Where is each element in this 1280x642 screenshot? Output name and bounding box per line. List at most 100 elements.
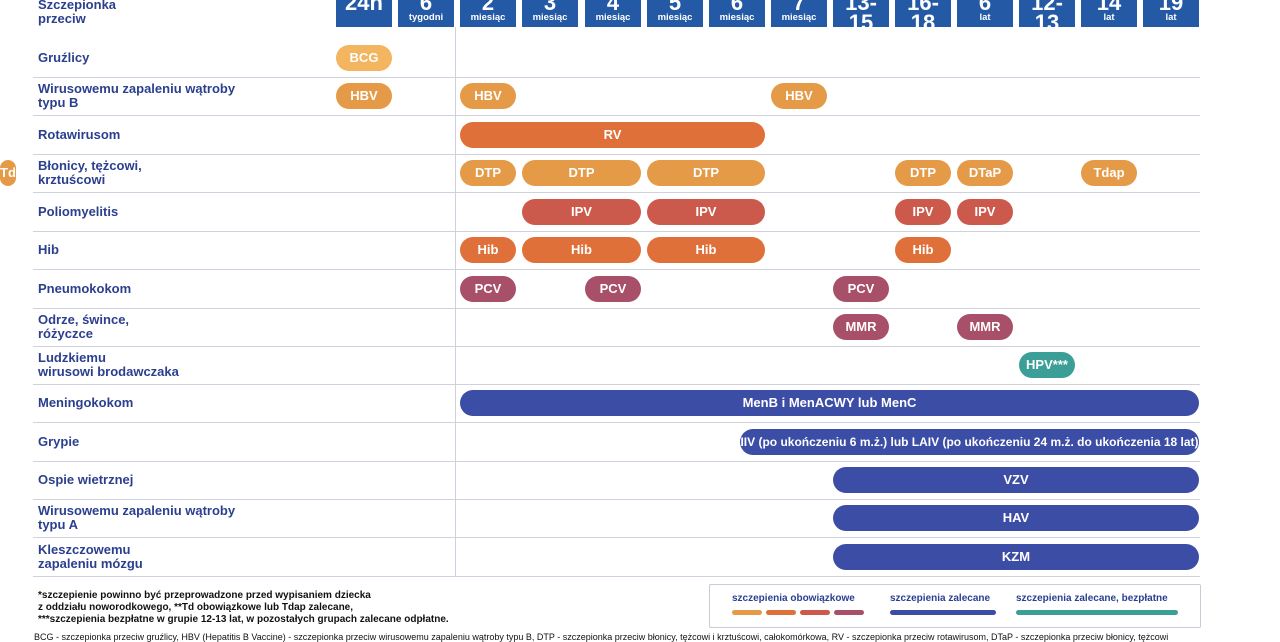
vaccine-pill: Hib xyxy=(460,237,516,263)
age-column-unit: miesiąc xyxy=(595,12,631,23)
vaccine-pill: IIV (po ukończeniu 6 m.ż.) lub LAIV (po … xyxy=(740,429,1199,455)
age-column-header: 24h xyxy=(336,0,392,27)
age-column-number: 5 xyxy=(668,0,682,15)
row-divider xyxy=(33,231,1200,232)
disease-label: Błonicy, tężcowi,krztuścowi xyxy=(38,159,142,187)
vaccine-pill: BCG xyxy=(336,45,392,71)
age-column-unit: miesiąc xyxy=(781,12,817,23)
row-divider xyxy=(33,77,1200,78)
vaccine-pill: DTaP xyxy=(957,160,1013,186)
age-column-header: 13-15miesięcy xyxy=(833,0,889,27)
legend-recommended-label: szczepienia zalecane xyxy=(890,593,991,604)
disease-label-line: Ospie wietrznej xyxy=(38,472,134,487)
vaccine-pill: MMR xyxy=(833,314,889,340)
disease-label-line: Pneumokokom xyxy=(38,281,132,296)
disease-label-line: różyczce xyxy=(38,326,93,341)
row-divider xyxy=(33,115,1200,116)
row-divider xyxy=(33,384,1200,385)
vaccine-pill: PCV xyxy=(460,276,516,302)
age-column-unit: miesiąc xyxy=(470,12,506,23)
vaccine-pill: PCV xyxy=(833,276,889,302)
age-column-unit: miesiąc xyxy=(532,12,568,23)
age-column-number: 12-13 xyxy=(1031,0,1063,27)
disease-label: Meningokokom xyxy=(38,396,133,410)
disease-label: Odrze, śwince,różyczce xyxy=(38,313,129,341)
disease-label-line: wirusowi brodawczaka xyxy=(38,364,179,379)
age-column-unit: lat xyxy=(1103,12,1115,23)
header-corner-label: Szczepionka przeciw xyxy=(38,0,117,26)
vaccine-pill: VZV xyxy=(833,467,1199,493)
vaccine-pill: HBV xyxy=(336,83,392,109)
vaccine-pill: Hib xyxy=(895,237,951,263)
column-divider xyxy=(455,27,456,576)
vaccine-pill: MMR xyxy=(957,314,1013,340)
age-column-number: 7 xyxy=(792,0,806,15)
disease-label-line: typu B xyxy=(38,95,79,110)
age-column-unit: miesiąc xyxy=(719,12,755,23)
age-column-number: 13-15 xyxy=(845,0,877,27)
legend-recommended-free-swatch xyxy=(1016,610,1178,615)
age-column-number: 2 xyxy=(481,0,495,15)
vaccine-pill: DTP xyxy=(522,160,641,186)
vaccine-pill: DTP xyxy=(647,160,765,186)
row-divider xyxy=(33,308,1200,309)
age-column-number: 6 xyxy=(419,0,433,15)
row-divider xyxy=(33,346,1200,347)
age-column-number: 4 xyxy=(606,0,620,15)
age-column-unit: lat xyxy=(1165,12,1177,23)
vaccine-pill: IPV xyxy=(522,199,641,225)
disease-label: Grypie xyxy=(38,435,79,449)
legend-mandatory-label: szczepienia obowiązkowe xyxy=(732,593,855,604)
disease-label-line: Błonicy, tężcowi, xyxy=(38,158,142,173)
row-divider xyxy=(33,499,1200,500)
row-divider xyxy=(33,461,1200,462)
age-column-number: 14 xyxy=(1096,0,1122,15)
age-column-unit: lat xyxy=(979,12,991,23)
disease-label-line: Rotawirusom xyxy=(38,127,121,142)
vaccine-pill: IPV xyxy=(647,199,765,225)
disease-label-line: Poliomyelitis xyxy=(38,204,119,219)
disease-label-line: Wirusowemu zapaleniu wątroby xyxy=(38,81,236,96)
disease-label: Poliomyelitis xyxy=(38,205,118,219)
vaccine-pill: HAV xyxy=(833,505,1199,531)
age-column-number: 16-18 xyxy=(907,0,939,27)
age-column-number: 24h xyxy=(345,0,383,15)
age-column-number: 6 xyxy=(978,0,992,15)
disease-label-line: Wirusowemu zapaleniu wątroby xyxy=(38,503,236,518)
disease-label: Hib xyxy=(38,243,59,257)
legend: szczepienia obowiązkowe szczepienia zale… xyxy=(709,584,1201,628)
vaccine-pill: Td xyxy=(0,160,16,186)
vaccine-pill: Hib xyxy=(522,237,641,263)
vaccine-pill: DTP xyxy=(895,160,951,186)
age-column-header: 16-18miesięcy xyxy=(895,0,951,27)
row-divider xyxy=(33,576,1200,577)
legend-mandatory-swatch-3 xyxy=(800,610,830,615)
disease-label-line: typu A xyxy=(38,517,78,532)
vaccine-pill: Hib xyxy=(647,237,765,263)
row-divider xyxy=(33,269,1200,270)
disease-label-line: Meningokokom xyxy=(38,395,134,410)
vaccine-pill: IPV xyxy=(957,199,1013,225)
legend-mandatory-swatch-1 xyxy=(732,610,762,615)
disease-label-line: Gruźlicy xyxy=(38,50,90,65)
disease-label-line: Grypie xyxy=(38,434,80,449)
vaccine-pill: HBV xyxy=(460,83,516,109)
age-column-unit: miesiąc xyxy=(657,12,693,23)
disease-label: Rotawirusom xyxy=(38,128,120,142)
age-column-unit: tygodni xyxy=(408,12,444,23)
disease-label-line: Ludzkiemu xyxy=(38,350,106,365)
disease-label: Ospie wietrznej xyxy=(38,473,133,487)
legend-mandatory-swatch-2 xyxy=(766,610,796,615)
vaccine-pill: IPV xyxy=(895,199,951,225)
vaccine-pill: HBV xyxy=(771,83,827,109)
vaccine-pill: Tdap xyxy=(1081,160,1137,186)
